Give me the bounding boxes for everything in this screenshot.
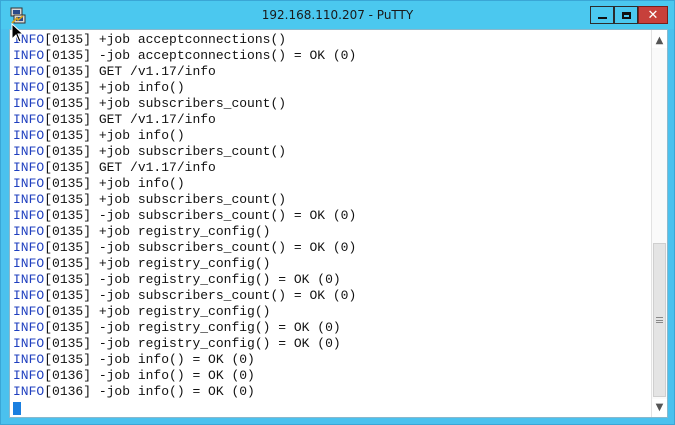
terminal-line: INFO[0135] +job registry_config() [13, 224, 652, 240]
log-level-label: INFO [13, 112, 45, 127]
log-message: [0135] +job registry_config() [44, 224, 271, 239]
terminal-line: INFO[0135] +job info() [13, 176, 652, 192]
log-message: [0135] -job subscribers_count() = OK (0) [44, 240, 357, 255]
terminal-line: INFO[0135] -job registry_config() = OK (… [13, 272, 652, 288]
terminal-line: INFO[0135] +job subscribers_count() [13, 96, 652, 112]
terminal-line: INFO[0135] -job acceptconnections() = OK… [13, 48, 652, 64]
terminal-line: INFO[0135] GET /v1.17/info [13, 160, 652, 176]
terminal-line: INFO[0135] -job registry_config() = OK (… [13, 336, 652, 352]
terminal-line: INFO[0136] -job info() = OK (0) [13, 384, 652, 400]
close-button[interactable]: ✕ [638, 6, 668, 24]
close-icon: ✕ [647, 7, 659, 23]
scroll-down-button[interactable]: ▼ [652, 399, 667, 415]
log-message: [0135] -job registry_config() = OK (0) [44, 320, 341, 335]
log-level-label: INFO [13, 288, 45, 303]
log-message: [0135] GET /v1.17/info [44, 64, 216, 79]
log-message: [0135] +job subscribers_count() [44, 96, 287, 111]
terminal-line: INFO[0135] -job subscribers_count() = OK… [13, 240, 652, 256]
terminal-line: INFO[0135] +job registry_config() [13, 256, 652, 272]
log-message: [0135] GET /v1.17/info [44, 160, 216, 175]
log-message: [0135] +job registry_config() [44, 256, 271, 271]
scroll-thumb[interactable] [653, 243, 666, 397]
log-level-label: INFO [13, 144, 45, 159]
mouse-pointer-icon [11, 23, 25, 43]
scroll-up-button[interactable]: ▲ [652, 32, 667, 48]
terminal-line: INFO[0136] -job info() = OK (0) [13, 368, 652, 384]
log-message: [0135] +job acceptconnections() [44, 32, 287, 47]
window-title: 192.168.110.207 - PuTTY [261, 8, 414, 22]
log-level-label: INFO [13, 240, 45, 255]
log-message: [0135] +job registry_config() [44, 304, 271, 319]
log-level-label: INFO [13, 32, 45, 47]
log-level-label: INFO [13, 336, 45, 351]
log-message: [0136] -job info() = OK (0) [44, 384, 255, 399]
terminal-output[interactable]: INFO[0135] +job acceptconnections()INFO[… [13, 32, 652, 415]
terminal-line: INFO[0135] GET /v1.17/info [13, 64, 652, 80]
terminal-line: INFO[0135] +job subscribers_count() [13, 192, 652, 208]
minimize-icon [597, 17, 607, 19]
log-level-label: INFO [13, 352, 45, 367]
terminal-line: INFO[0135] -job subscribers_count() = OK… [13, 288, 652, 304]
maximize-icon [621, 11, 631, 19]
log-message: [0135] -job subscribers_count() = OK (0) [44, 208, 357, 223]
terminal-line: INFO[0135] -job subscribers_count() = OK… [13, 208, 652, 224]
log-message: [0135] +job info() [44, 128, 185, 143]
scroll-track[interactable] [652, 48, 667, 399]
log-level-label: INFO [13, 160, 45, 175]
maximize-button[interactable] [614, 6, 638, 24]
text-cursor [13, 402, 21, 415]
log-level-label: INFO [13, 96, 45, 111]
terminal-line: INFO[0135] +job registry_config() [13, 304, 652, 320]
scroll-up-arrow-icon: ▲ [655, 34, 664, 46]
terminal-line: INFO[0135] GET /v1.17/info [13, 112, 652, 128]
log-message: [0135] -job info() = OK (0) [44, 352, 255, 367]
log-message: [0135] +job info() [44, 80, 185, 95]
scroll-down-arrow-icon: ▼ [655, 401, 664, 413]
log-message: [0135] +job subscribers_count() [44, 144, 287, 159]
terminal-line: INFO[0135] -job info() = OK (0) [13, 352, 652, 368]
log-level-label: INFO [13, 272, 45, 287]
log-message: [0136] -job info() = OK (0) [44, 368, 255, 383]
terminal-line: INFO[0135] +job info() [13, 80, 652, 96]
log-level-label: INFO [13, 128, 45, 143]
log-message: [0135] +job info() [44, 176, 185, 191]
putty-icon[interactable] [9, 7, 27, 25]
minimize-button[interactable] [590, 6, 614, 24]
log-level-label: INFO [13, 384, 45, 399]
log-level-label: INFO [13, 224, 45, 239]
log-message: [0135] +job subscribers_count() [44, 192, 287, 207]
terminal-line: INFO[0135] +job acceptconnections() [13, 32, 652, 48]
log-message: [0135] -job registry_config() = OK (0) [44, 336, 341, 351]
log-level-label: INFO [13, 256, 45, 271]
log-level-label: INFO [13, 80, 45, 95]
log-level-label: INFO [13, 368, 45, 383]
terminal-line: INFO[0135] -job registry_config() = OK (… [13, 320, 652, 336]
log-level-label: INFO [13, 192, 45, 207]
vertical-scrollbar[interactable]: ▲ ▼ [651, 30, 667, 417]
log-level-label: INFO [13, 64, 45, 79]
title-bar[interactable]: 192.168.110.207 - PuTTY ✕ [1, 1, 674, 29]
terminal-client-area: INFO[0135] +job acceptconnections()INFO[… [9, 29, 668, 418]
log-level-label: INFO [13, 320, 45, 335]
prompt-line [13, 400, 652, 415]
log-level-label: INFO [13, 48, 45, 63]
grip-icon [656, 317, 663, 323]
log-message: [0135] -job registry_config() = OK (0) [44, 272, 341, 287]
terminal-line: INFO[0135] +job info() [13, 128, 652, 144]
log-message: [0135] -job subscribers_count() = OK (0) [44, 288, 357, 303]
log-level-label: INFO [13, 208, 45, 223]
log-level-label: INFO [13, 176, 45, 191]
log-message: [0135] -job acceptconnections() = OK (0) [44, 48, 357, 63]
terminal-line: INFO[0135] +job subscribers_count() [13, 144, 652, 160]
log-message: [0135] GET /v1.17/info [44, 112, 216, 127]
log-level-label: INFO [13, 304, 45, 319]
